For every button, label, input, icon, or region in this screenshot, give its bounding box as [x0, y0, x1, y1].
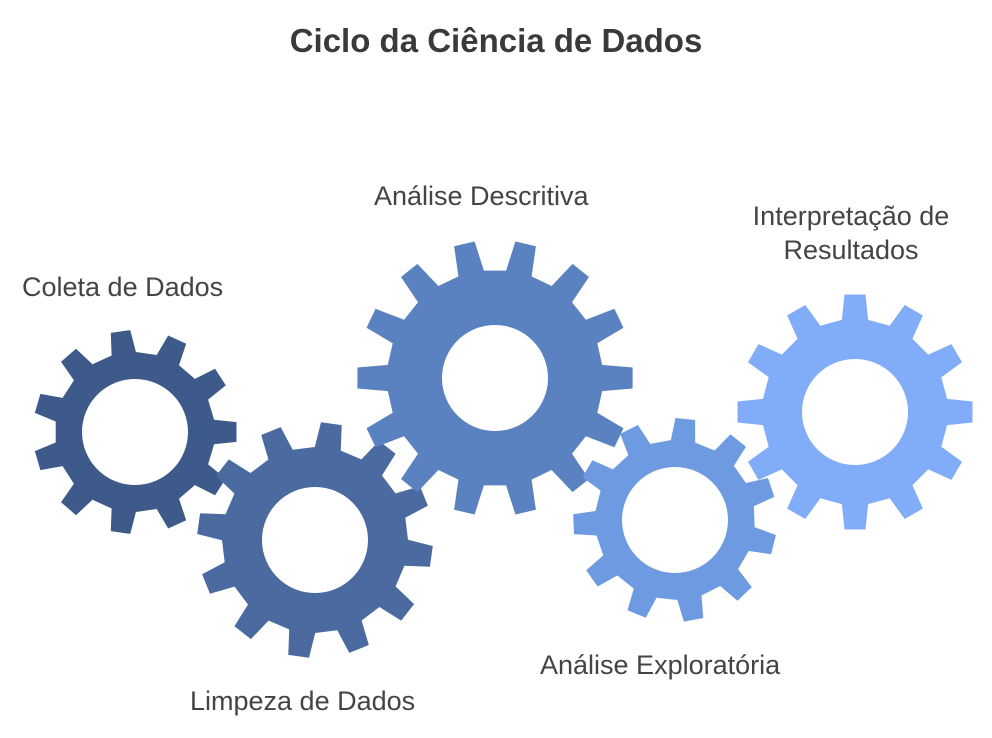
stage-label-analise-exploratoria: Análise Exploratória — [540, 650, 781, 680]
stage-label-coleta: Coleta de Dados — [22, 272, 224, 302]
gear-analise-descritiva-icon — [357, 241, 633, 515]
gear-limpeza-icon — [197, 422, 433, 658]
stage-label-analise-descritiva: Análise Descritiva — [374, 181, 589, 211]
stage-label-interpretacao: Interpretação de Resultados — [752, 201, 950, 265]
gear-analise-exploratoria-icon — [573, 418, 776, 622]
stage-label-limpeza: Limpeza de Dados — [190, 686, 416, 716]
gear-coleta-icon — [34, 330, 237, 534]
gear-interpretacao-icon — [737, 294, 973, 530]
diagram-title: Ciclo da Ciência de Dados — [289, 22, 703, 59]
